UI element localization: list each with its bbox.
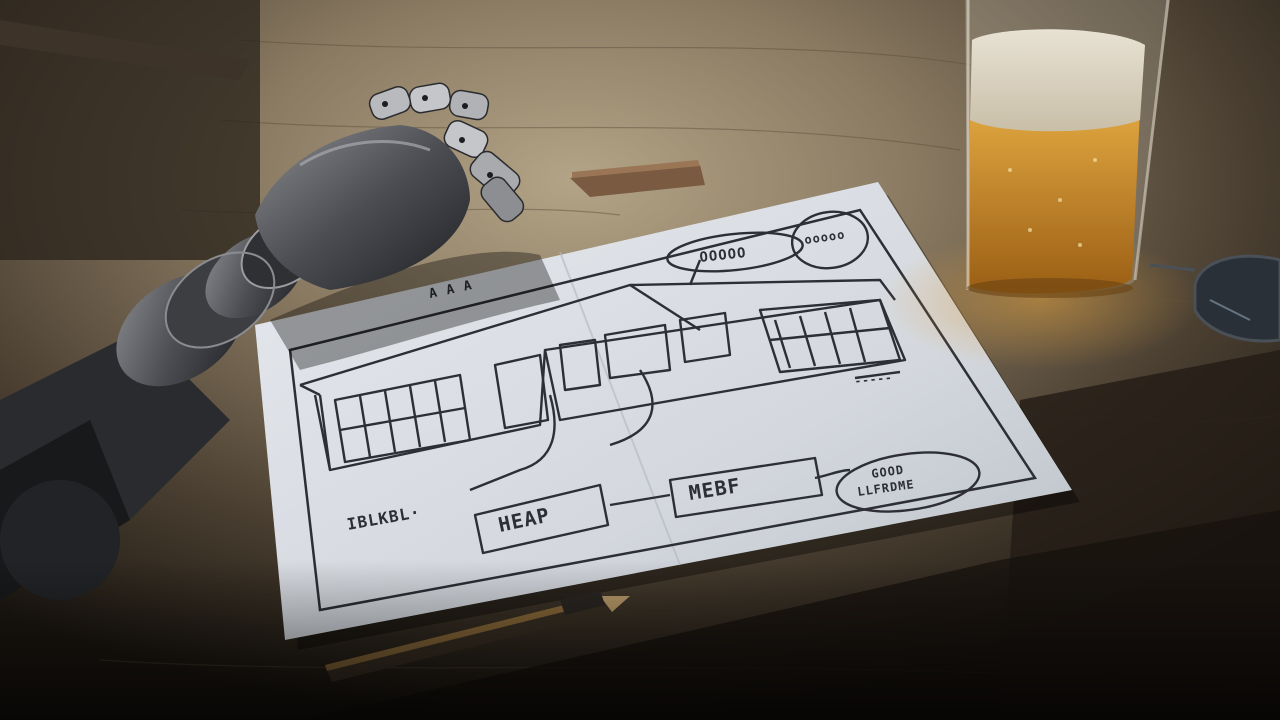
eyeglasses-icon: [1149, 254, 1280, 343]
wood-block-top: [572, 160, 700, 178]
vignette: [0, 560, 1280, 720]
top-bubble-right-label: ooooo: [803, 227, 846, 247]
robot-hand-icon: [0, 82, 525, 600]
plank-edge: [0, 20, 250, 80]
side-note: -----: [854, 371, 893, 388]
house-sketch: [299, 210, 981, 555]
bubble-bottom-label-1: GOOD: [870, 463, 905, 481]
wood-block: [570, 165, 705, 197]
hand-shadow: [270, 251, 560, 370]
beer-glass-icon: [880, 0, 1200, 370]
top-bubble-left-label: OOOOO: [699, 245, 748, 266]
sketch-paper: OOOOO ooooo A A A ----- IBLKBL· HEAP MEB…: [255, 182, 1080, 650]
